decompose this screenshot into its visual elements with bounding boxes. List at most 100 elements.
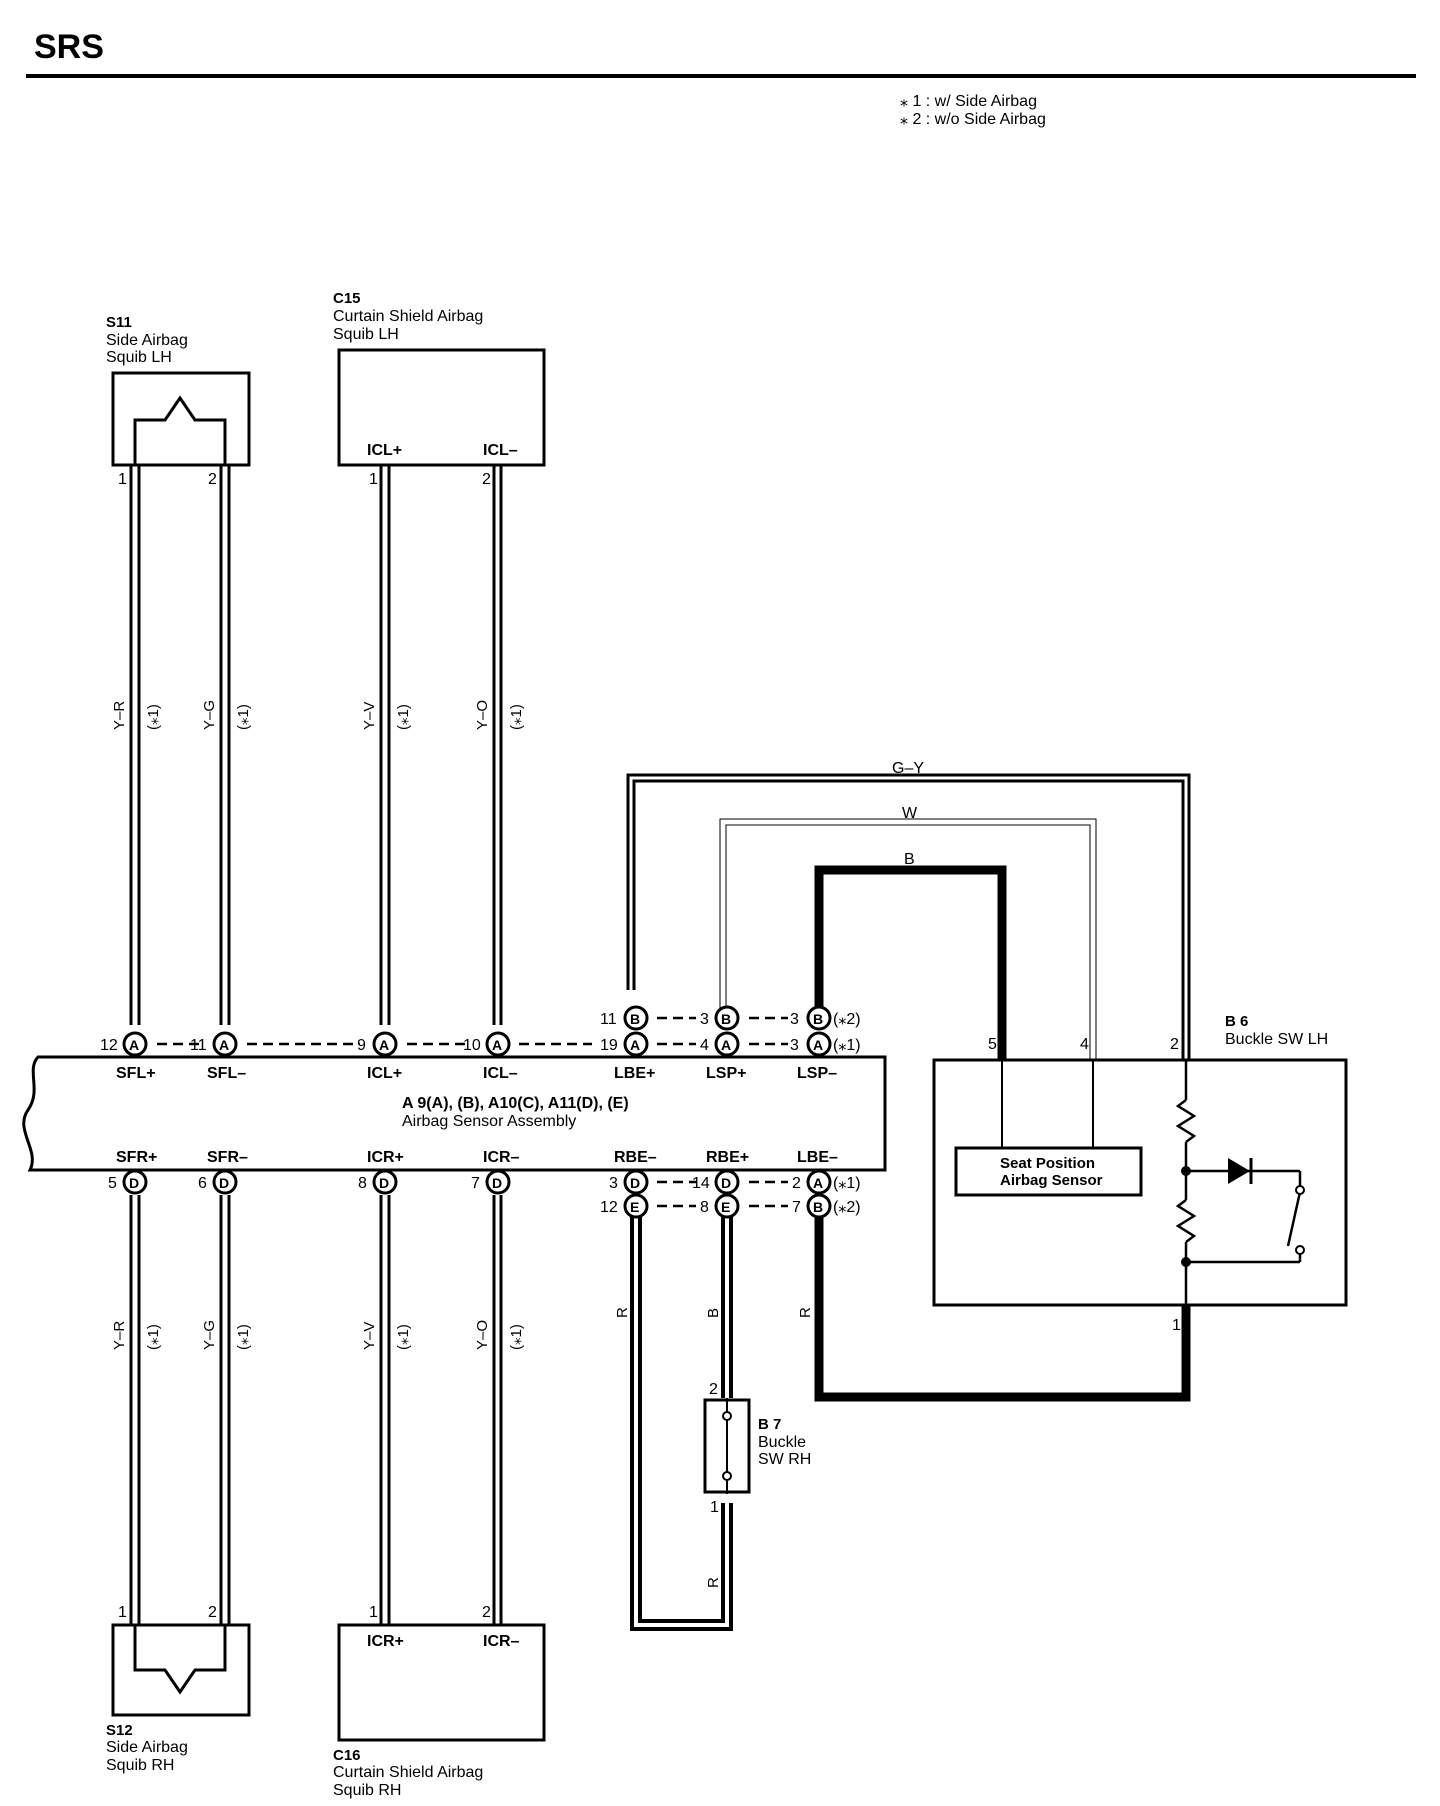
s11-pin-2: 2 [208,471,217,488]
c16-term-icr-plus: ICR+ [367,1633,404,1650]
wire-color-label: Y–V [361,1322,378,1350]
conn-note: (⁎2) [833,1199,861,1216]
conn-letter: B [721,1011,731,1027]
conn-letter: B [630,1011,640,1027]
b6-buckle-sw-lh: B 6 Buckle SW LH 5 4 2 1 Seat Position A… [932,1013,1348,1334]
term-sfr-plus: SFR+ [116,1149,157,1166]
wire-label-g-y: G–Y [892,760,924,777]
b7-line2: SW RH [758,1451,811,1468]
conn-note: (⁎1) [833,1175,861,1192]
term-lsp-minus: LSP– [797,1065,837,1082]
wire-color-label: Y–G [201,1320,218,1350]
c15-line1: Curtain Shield Airbag [333,308,483,325]
c16-pin-2: 2 [482,1604,491,1621]
c16-curtain-shield-airbag-squib-rh: 1 2 ICR+ ICR– C16 Curtain Shield Airbag … [333,1604,546,1799]
b6-name: Buckle SW LH [1225,1031,1328,1048]
conn-pin: 3 [609,1175,618,1192]
c15-curtain-shield-airbag-squib-lh: C15 Curtain Shield Airbag Squib LH ICL+ … [333,290,546,488]
c16-code: C16 [333,1747,361,1764]
conn-pin: 14 [692,1175,710,1192]
wire-color-label: R [797,1307,814,1318]
conn-letter: E [721,1199,730,1215]
term-icl-minus: ICL– [483,1065,518,1082]
conn-letter: A [379,1037,389,1053]
c15-pin-1: 1 [369,471,378,488]
term-sfl-plus: SFL+ [116,1065,156,1082]
conn-letter: A [813,1175,823,1191]
conn-letter: D [721,1175,731,1191]
conn-pin: 5 [108,1175,117,1192]
wire-note-label: (⁎1) [145,1324,162,1350]
wire-color-label: B [705,1308,722,1318]
diode-icon [1228,1158,1250,1184]
wire-color-label: Y–O [474,700,491,730]
term-rbe-plus: RBE+ [706,1149,749,1166]
b7-pin-1: 1 [710,1499,719,1516]
seat-sensor-line1: Seat Position [1000,1155,1095,1172]
b6-pin-2: 2 [1170,1036,1179,1053]
wire-color-label: R [705,1577,722,1588]
conn-letter: B [813,1011,823,1027]
upper-squib-wires [129,465,503,1625]
s12-side-airbag-squib-rh: 1 2 S12 Side Airbag Squib RH [106,1604,251,1774]
conn-letter: D [630,1175,640,1191]
wire-note-label: (⁎1) [145,704,162,730]
s12-pin-2: 2 [208,1604,217,1621]
bottom-connectors [122,1169,832,1219]
b7-buckle-sw-rh: 2 1 B 7 Buckle SW RH [703,1381,811,1516]
switch-contact-icon [1295,1245,1305,1255]
term-sfr-minus: SFR– [207,1149,248,1166]
wire-note-label: (⁎1) [508,1324,525,1350]
term-icr-plus: ICR+ [367,1149,404,1166]
term-icl-plus: ICL+ [367,1065,402,1082]
conn-letter: D [492,1175,502,1191]
a9-line1: A 9(A), (B), A10(C), A11(D), (E) [402,1095,629,1112]
conn-pin: 6 [198,1175,207,1192]
conn-pin: 11 [600,1011,617,1028]
b6-pin-1: 1 [1172,1317,1181,1334]
switch-contact-icon [722,1471,732,1481]
conn-letter: D [379,1175,389,1191]
s11-line1: Side Airbag [106,332,188,349]
conn-letter: A [721,1037,731,1053]
upper-wire-labels: Y–R (⁎1) Y–G (⁎1) Y–V (⁎1) Y–O (⁎1) [111,700,525,730]
b7-pin-2: 2 [709,1381,718,1398]
s11-pin-1: 1 [118,471,127,488]
conn-letter: D [219,1175,229,1191]
note-1: ⁎ 1 : w/ Side Airbag [900,93,1037,110]
s11-code: S11 [106,314,132,331]
conn-pin: 2 [792,1175,801,1192]
s12-code: S12 [106,1722,133,1739]
conn-letter: A [219,1037,229,1053]
term-icr-minus: ICR– [483,1149,520,1166]
wire-note-label: (⁎1) [508,704,525,730]
c15-term-icl-minus: ICL– [483,442,518,459]
c16-term-icr-minus: ICR– [483,1633,520,1650]
s12-line2: Squib RH [106,1757,174,1774]
conn-pin: 11 [190,1037,207,1054]
conn-letter: A [492,1037,502,1053]
bottom-connector-labels: D D D D D D A E E B 5 6 8 7 3 14 2 (⁎1) … [108,1175,861,1216]
term-lbe-plus: LBE+ [614,1065,655,1082]
c15-term-icl-plus: ICL+ [367,442,402,459]
c16-line2: Squib RH [333,1782,401,1799]
conn-pin: 7 [471,1175,480,1192]
wire-label-b: B [904,851,915,868]
seat-sensor-line2: Airbag Sensor [1000,1172,1103,1189]
conn-pin: 4 [700,1037,709,1054]
wire-note-label: (⁎1) [395,704,412,730]
conn-note: (⁎1) [833,1037,861,1054]
term-sfl-minus: SFL– [207,1065,246,1082]
s12-pin-1: 1 [118,1604,127,1621]
wire-note-label: (⁎1) [235,704,252,730]
term-lsp-plus: LSP+ [706,1065,746,1082]
conn-letter: A [630,1037,640,1053]
conn-pin: 3 [790,1037,799,1054]
note-2: ⁎ 2 : w/o Side Airbag [900,111,1046,128]
conn-letter: D [129,1175,139,1191]
top-connector-labels: A A A A A A A B B B 12 11 9 10 19 4 3 (⁎… [100,1011,861,1054]
s11-side-airbag-squib-lh: S11 Side Airbag Squib LH 1 2 [106,314,251,488]
c15-code: C15 [333,290,361,307]
conn-note: (⁎2) [833,1011,861,1028]
